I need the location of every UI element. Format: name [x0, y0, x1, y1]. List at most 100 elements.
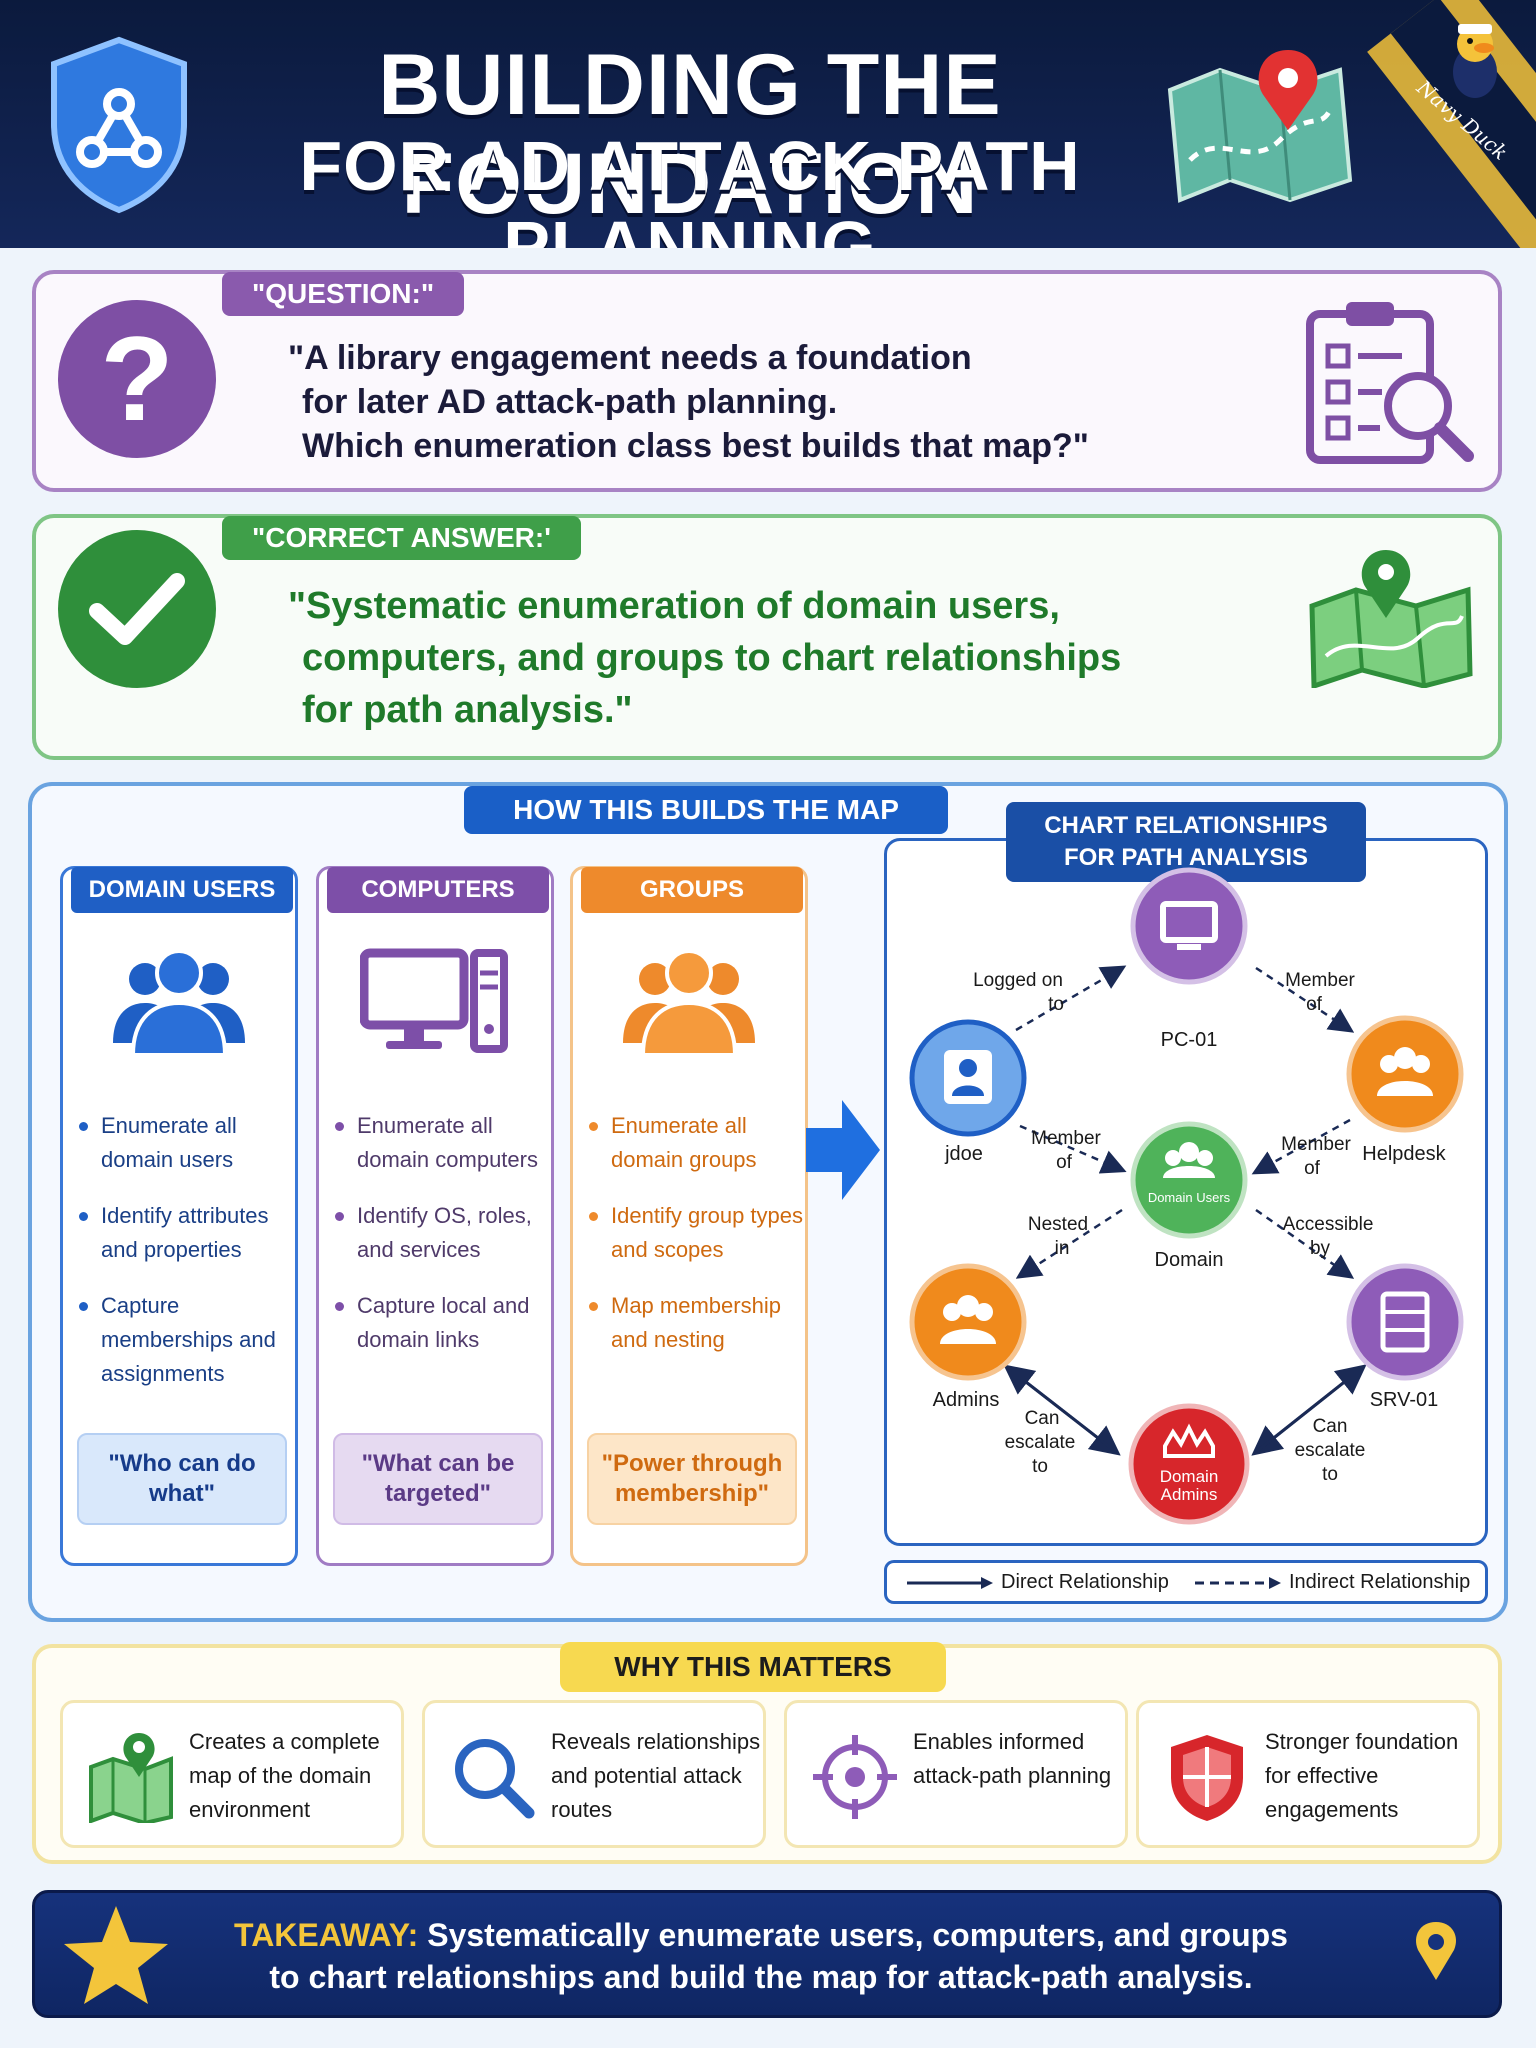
svg-text:SRV-01: SRV-01 [1370, 1389, 1439, 1411]
takeaway-banner [32, 1890, 1502, 2018]
list-item: Capture local and domain links [335, 1289, 551, 1357]
answer-text: "Systematic enumeration of domain users,… [288, 585, 1122, 731]
edge-member-of-pc [1255, 966, 1355, 1033]
svg-text:of: of [1304, 1158, 1321, 1179]
question-text: "A library engagement needs a foundation… [288, 339, 1089, 465]
node-pc01: PC-01 [1130, 867, 1248, 1051]
column-quote: "Who can do what" [77, 1433, 287, 1525]
svg-text:to: to [1032, 1456, 1048, 1477]
svg-text:Can: Can [1313, 1416, 1348, 1437]
svg-text:Domain: Domain [1155, 1249, 1224, 1271]
svg-text:of: of [1056, 1152, 1073, 1173]
users-icon [113, 949, 245, 1057]
shield-network-icon [51, 36, 187, 214]
legend-direct: Direct Relationship [1001, 1571, 1169, 1593]
svg-text:Domain: Domain [1160, 1467, 1219, 1486]
target-icon [813, 1735, 897, 1819]
question-mark-icon: ? [58, 300, 216, 458]
svg-text:escalate: escalate [1005, 1432, 1076, 1453]
edge-member-of-jdoe [1019, 1124, 1127, 1174]
why-tag: WHY THIS MATTERS [560, 1642, 946, 1692]
groups-column: GROUPS Enumerate all domain groups Ident… [570, 866, 808, 1566]
svg-text:escalate: escalate [1295, 1440, 1366, 1461]
node-helpdesk: Helpdesk [1346, 1015, 1464, 1165]
answer-tag: "CORRECT ANSWER:' [222, 516, 581, 560]
magnifier-icon [455, 1739, 535, 1819]
map-icon [89, 1733, 173, 1823]
column-head: DOMAIN USERS [71, 867, 293, 913]
list-item: Enumerate all domain users [79, 1109, 295, 1177]
column-head: GROUPS [581, 867, 803, 913]
takeaway-label: TAKEAWAY: [234, 1917, 419, 1953]
node-admins: Admins [909, 1263, 1027, 1411]
group-icon [940, 1329, 996, 1344]
node-domain: Domain Users Domain [1130, 1121, 1248, 1271]
group-icon [1163, 1166, 1215, 1178]
list-item: Enumerate all domain computers [335, 1109, 551, 1177]
svg-text:jdoe: jdoe [944, 1143, 983, 1165]
list-item: Identify group types and scopes [589, 1199, 805, 1267]
list-item: Identify OS, roles, and services [335, 1199, 551, 1267]
svg-text:Member: Member [1281, 1134, 1351, 1155]
svg-text:Nested: Nested [1028, 1214, 1088, 1235]
page-title-line2: FOR AD ATTACK-PATH PLANNING [299, 127, 1081, 248]
computers-column: COMPUTERS Enumerate all domain computers… [316, 866, 554, 1566]
svg-text:Member: Member [1285, 970, 1355, 991]
checklist-search-icon [1306, 302, 1474, 464]
server-icon [1380, 1291, 1430, 1353]
edge-labels: Logged on to Member of Member of Member … [973, 970, 1373, 1485]
duck-mascot-icon [1453, 24, 1497, 98]
crown-icon [1163, 1423, 1215, 1458]
node-domain-admins: Domain Admins [1128, 1403, 1250, 1525]
svg-text:to: to [1048, 994, 1064, 1015]
star-icon [64, 1906, 168, 2004]
svg-text:of: of [1306, 994, 1323, 1015]
location-pin-icon [1416, 1922, 1456, 1980]
svg-text:PC-01: PC-01 [1161, 1029, 1218, 1051]
svg-text:Member: Member [1031, 1128, 1101, 1149]
why-item: Reveals relationships and potential atta… [422, 1700, 766, 1848]
computer-icon [360, 948, 508, 1053]
legend: Direct Relationship Indirect Relationshi… [884, 1560, 1488, 1604]
map-pin-icon [1167, 50, 1353, 203]
column-quote: "Power through membership" [587, 1433, 797, 1525]
groups-icon [623, 949, 755, 1057]
header-banner: BUILDING THE FOUNDATION FOR AD ATTACK-PA… [0, 0, 1536, 248]
edge-member-of-helpdesk [1251, 1118, 1351, 1175]
domain-users-column: DOMAIN USERS Enumerate all domain users … [60, 866, 298, 1566]
svg-text:Accessible: Accessible [1283, 1214, 1374, 1235]
how-tag: HOW THIS BUILDS THE MAP [464, 786, 948, 834]
solid-arrow-icon [907, 1577, 993, 1589]
svg-text:in: in [1055, 1238, 1070, 1259]
svg-text:Helpdesk: Helpdesk [1362, 1143, 1446, 1165]
list-item: Capture memberships and assignments [79, 1289, 295, 1391]
arrow-right-icon [806, 1100, 880, 1200]
question-tag: "QUESTION:" [222, 272, 465, 316]
edge-accessible-by [1255, 1208, 1355, 1279]
takeaway-text: TAKEAWAY: Systematically enumerate users… [234, 1917, 1288, 1995]
node-srv01: SRV-01 [1346, 1263, 1464, 1411]
list-item: Enumerate all domain groups [589, 1109, 805, 1177]
svg-text:to: to [1322, 1464, 1338, 1485]
why-item: Creates a complete map of the domain env… [60, 1700, 404, 1848]
list-item: Identify attributes and properties [79, 1199, 295, 1267]
svg-text:by: by [1310, 1238, 1331, 1259]
dashed-arrow-icon [1195, 1577, 1281, 1589]
svg-text:Logged on: Logged on [973, 970, 1063, 991]
svg-text:Admins: Admins [933, 1389, 1000, 1411]
list-item: Map membership and nesting [589, 1289, 805, 1357]
column-quote: "What can be targeted" [333, 1433, 543, 1525]
svg-text:Domain Users: Domain Users [1148, 1190, 1231, 1205]
computer-icon [1160, 901, 1218, 943]
svg-text:Can: Can [1025, 1408, 1060, 1429]
column-head: COMPUTERS [327, 867, 549, 913]
legend-indirect: Indirect Relationship [1289, 1571, 1471, 1593]
node-jdoe: jdoe [909, 1019, 1027, 1165]
group-icon [1377, 1081, 1433, 1096]
shield-icon [1171, 1735, 1243, 1821]
why-item: Stronger foundation for effective engage… [1136, 1700, 1480, 1848]
why-item: Enables informed attack-path planning [784, 1700, 1128, 1848]
page-title-line1: BUILDING THE FOUNDATION [378, 37, 1002, 232]
map-pin-green-icon [1309, 550, 1473, 688]
svg-text:Admins: Admins [1161, 1485, 1218, 1504]
